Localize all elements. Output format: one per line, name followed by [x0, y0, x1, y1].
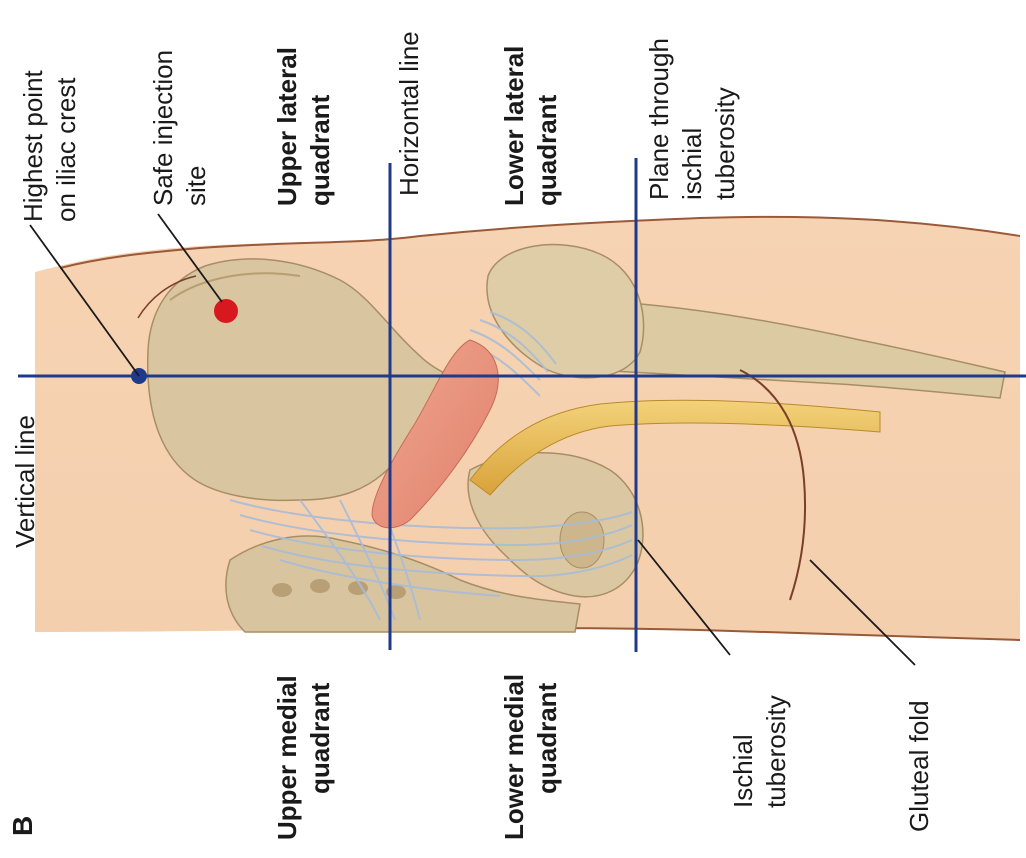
- label-plane-through-line1: Plane through: [644, 38, 674, 200]
- label-highest-point-line1: Highest point: [18, 69, 48, 222]
- panel-letter: B: [7, 816, 38, 836]
- label-plane-through-line3: tuberosity: [710, 87, 740, 200]
- label-safe-injection-line2: site: [181, 166, 211, 206]
- label-upper-lateral-line1: Upper lateral: [272, 47, 302, 206]
- label-lower-medial-line1: Lower medial: [499, 674, 529, 840]
- label-lower-lateral-line2: quadrant: [532, 94, 562, 206]
- label-ischial-tuberosity-line1: Ischial: [728, 734, 758, 808]
- label-upper-medial-line2: quadrant: [305, 682, 335, 794]
- label-plane-through-line2: ischial: [677, 128, 707, 200]
- label-lower-medial-line2: quadrant: [532, 682, 562, 794]
- label-highest-point-line2: on iliac crest: [51, 77, 81, 222]
- label-safe-injection-line1: Safe injection: [148, 50, 178, 206]
- safe-injection-marker: [214, 299, 238, 323]
- label-ischial-tuberosity-line2: tuberosity: [761, 695, 791, 808]
- label-vertical-line: Vertical line: [10, 415, 40, 548]
- label-horizontal-line: Horizontal line: [394, 31, 424, 196]
- label-gluteal-fold: Gluteal fold: [904, 700, 934, 832]
- label-lower-lateral-line1: Lower lateral: [499, 46, 529, 206]
- label-upper-medial-line1: Upper medial: [272, 675, 302, 840]
- label-upper-lateral-line2: quadrant: [305, 94, 335, 206]
